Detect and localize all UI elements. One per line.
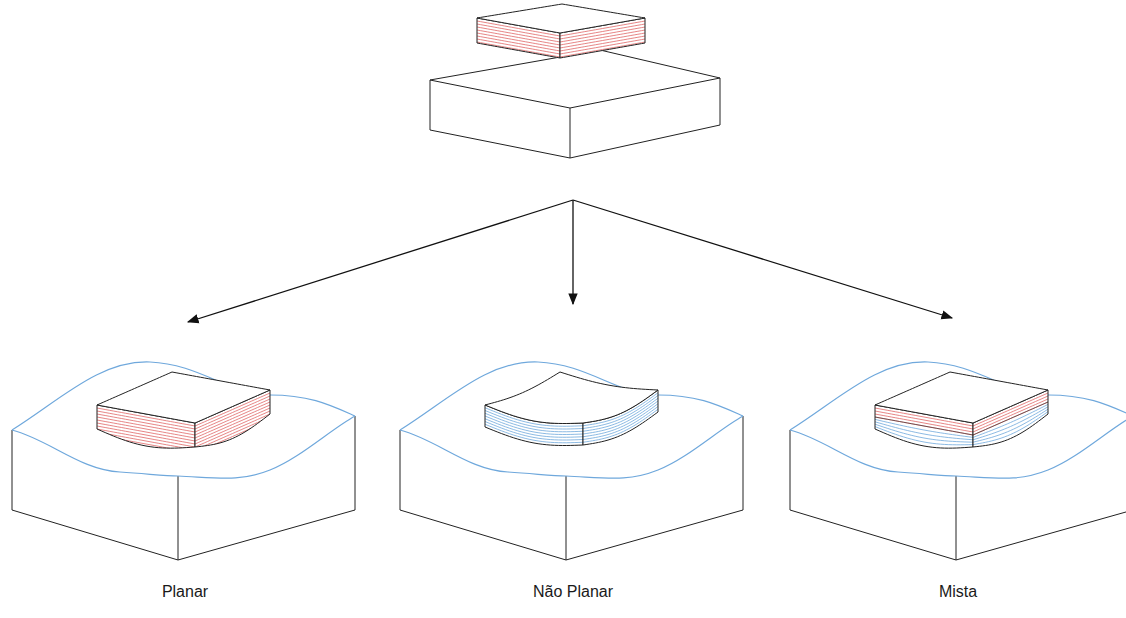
substrate-box [430,50,720,158]
arrow [573,200,952,318]
printed-part [485,372,658,446]
method-label: Planar [162,582,208,602]
printed-part [97,372,270,456]
arrow [572,200,573,304]
curved-substrate [12,362,355,560]
branch-arrows [188,200,952,322]
curved-substrate [790,362,1126,560]
curved-substrate [400,362,743,560]
printed-part [875,372,1048,448]
arrow [188,200,573,322]
method-label: Não Planar [533,582,613,602]
method-label: Mista [939,582,977,602]
printed-part [477,4,645,58]
